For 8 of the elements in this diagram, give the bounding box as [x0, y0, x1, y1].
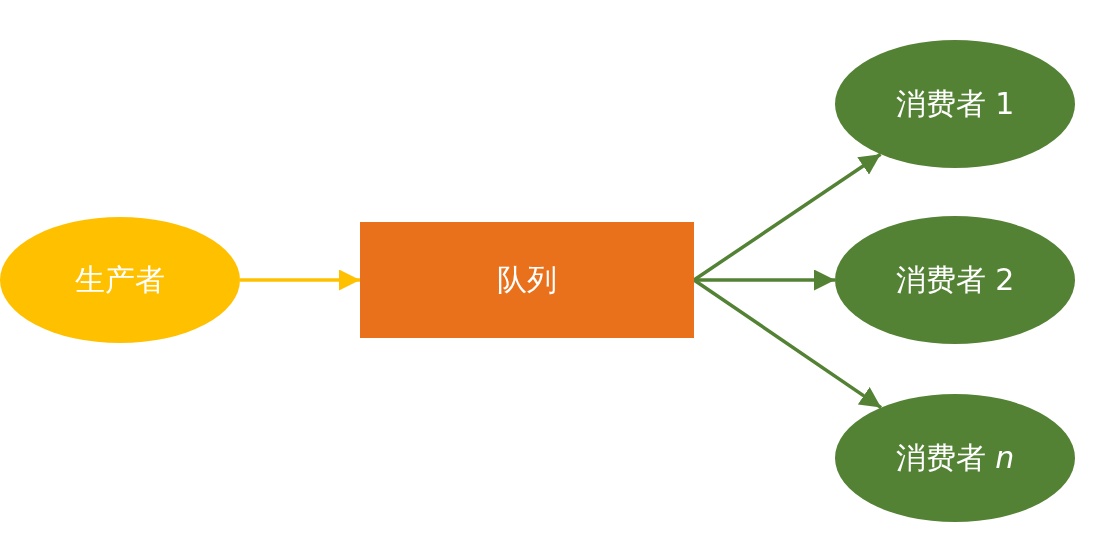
rectangle-node: 队列 — [360, 222, 694, 338]
ellipse-node: 消费者 2 — [835, 216, 1075, 344]
arrow — [694, 269, 835, 291]
ellipse-node: 消费者 1 — [835, 40, 1075, 168]
ellipse-node: 消费者 n — [835, 394, 1075, 522]
ellipse-node: 生产者 — [0, 217, 240, 343]
arrow — [240, 269, 360, 291]
arrow — [693, 278, 883, 410]
